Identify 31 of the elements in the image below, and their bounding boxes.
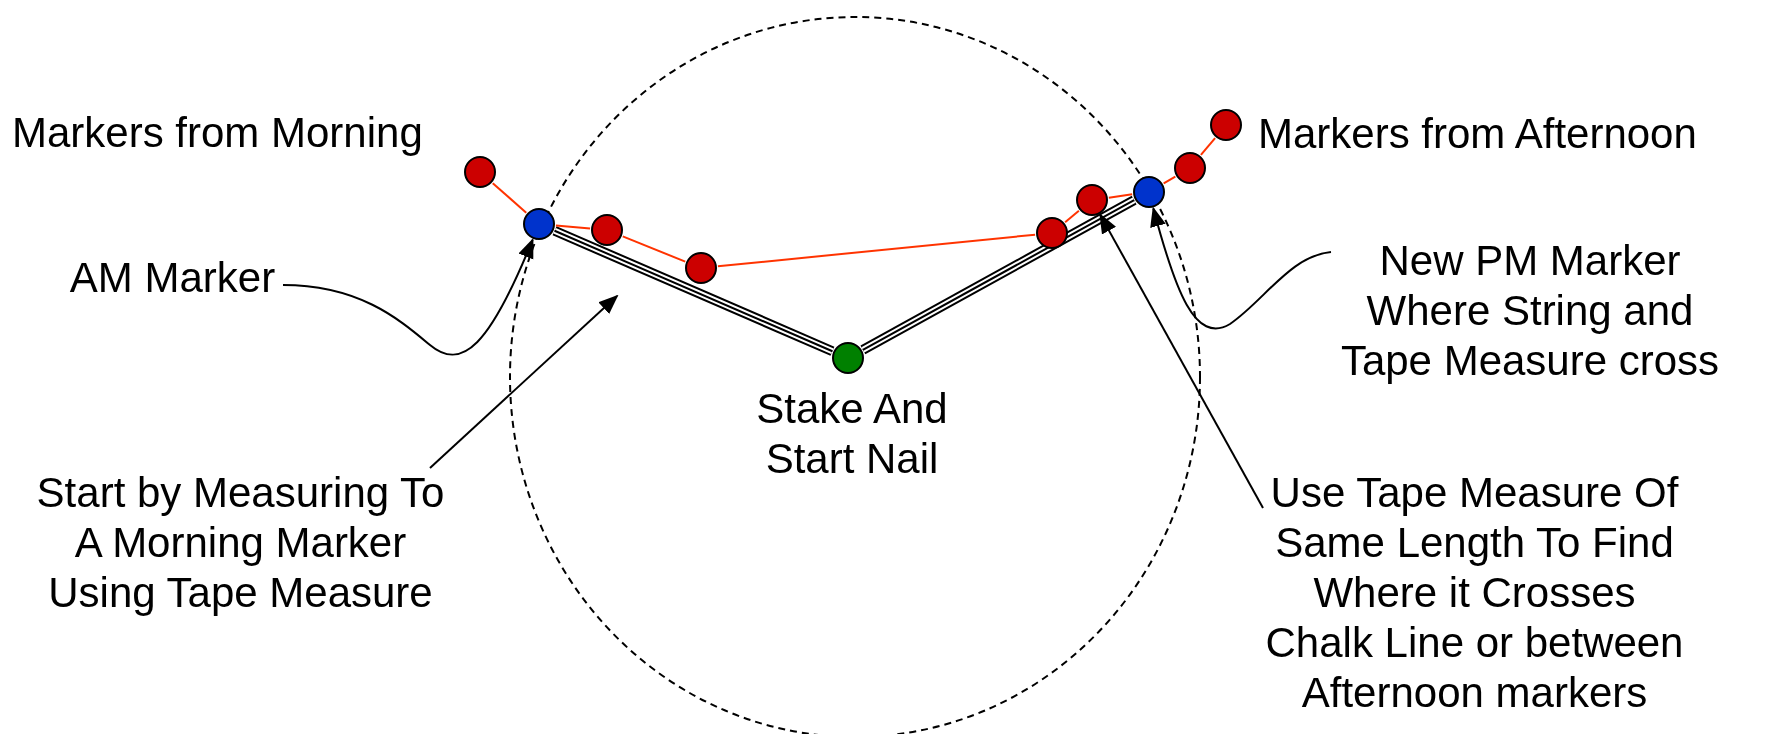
callout-text: Use Tape Measure Of Same Length To Find Where it Crosses Chalk Line or between Afternoon markers (1262, 468, 1687, 718)
chalk-line (1107, 193, 1134, 199)
chalk-line (491, 182, 528, 214)
node-caption: Stake And Start Nail (755, 384, 949, 484)
marker-dot (1174, 152, 1206, 184)
group-label: Markers from Morning (12, 108, 423, 158)
group-label: Markers from Afternoon (1258, 109, 1697, 159)
marker-dot (591, 214, 623, 246)
marker-dot (464, 156, 496, 188)
leader-arrow (282, 237, 534, 356)
marker-dot (1036, 217, 1068, 249)
chalk-line (1162, 175, 1177, 185)
marker-dot (685, 252, 717, 284)
marker-dot (832, 342, 864, 374)
marker-dot (523, 208, 555, 240)
callout-text: Start by Measuring To A Morning Marker Using Tape Measure (28, 468, 453, 618)
leader-arrow (1099, 213, 1264, 509)
callout-text: New PM Marker Where String and Tape Measure cross (1330, 236, 1730, 386)
leader-arrow (429, 294, 619, 469)
chalk-line (1064, 209, 1080, 224)
chalk-line (621, 235, 687, 263)
chalk-line (554, 224, 592, 230)
marker-dot (1133, 176, 1165, 208)
marker-dot (1210, 109, 1242, 141)
leader-arrow (1150, 206, 1332, 330)
chalk-line (1199, 137, 1217, 156)
tape-measure-line (860, 195, 1137, 355)
marker-dot (1076, 184, 1108, 216)
callout-text: AM Marker (65, 253, 280, 303)
tape-measure-line (552, 226, 835, 356)
chalk-line (716, 233, 1037, 268)
